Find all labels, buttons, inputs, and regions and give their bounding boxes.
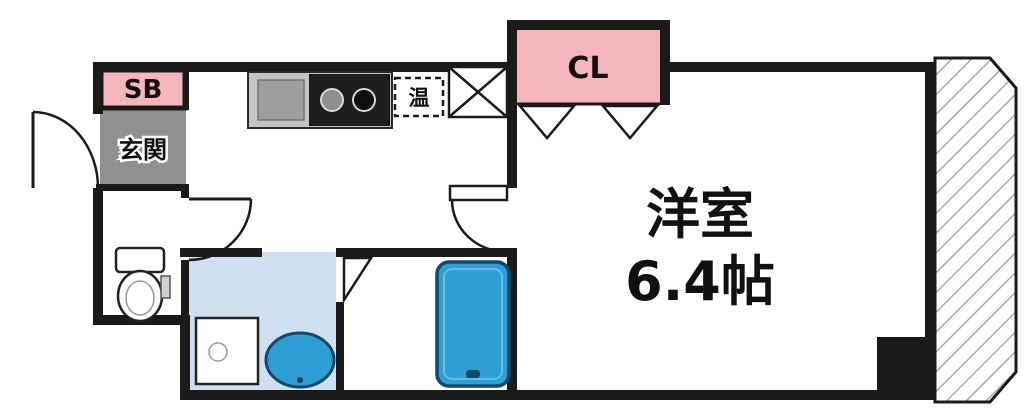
washer-drain — [208, 342, 228, 362]
wall-segment — [180, 390, 935, 400]
balcony-area — [933, 56, 1018, 404]
kitchen-counter — [247, 71, 393, 129]
room-door — [448, 184, 509, 254]
door-swing-arc — [188, 198, 253, 262]
wall-segment — [180, 315, 190, 395]
toilet-bowl-inner — [125, 280, 155, 316]
basin-bowl — [264, 331, 336, 389]
pipe-space-cross — [448, 66, 508, 118]
washing-machine-pan — [194, 316, 260, 386]
bathtub-rim — [443, 268, 503, 380]
wall-segment — [336, 248, 517, 257]
wall-segment — [96, 184, 186, 191]
kitchen-sink — [257, 79, 305, 121]
bathtub-drain — [466, 370, 480, 378]
toilet-door — [188, 197, 253, 262]
shoe-box-label: SB — [124, 75, 163, 105]
shoe-box — [98, 67, 188, 111]
room-name-label: 洋室 — [646, 183, 754, 246]
bathtub — [435, 260, 511, 388]
water-heater-label: 温 — [409, 86, 430, 110]
entrance-door — [31, 110, 100, 189]
pipe-space — [447, 65, 509, 119]
wash-basin — [264, 331, 336, 389]
wall-segment — [507, 20, 670, 30]
wall-segment — [660, 62, 935, 72]
burner-icon — [352, 88, 376, 112]
door-swing-arc — [450, 199, 508, 254]
burner-icon — [320, 88, 344, 112]
wall-segment — [93, 62, 517, 72]
wall-segment — [181, 184, 189, 198]
room-size-label: 6.4帖 — [625, 250, 775, 313]
toilet-bowl — [116, 269, 164, 323]
entrance-label: 玄関 — [119, 136, 167, 164]
wall-segment — [93, 188, 103, 325]
closet-area — [517, 30, 660, 105]
bathroom-door-triangle — [342, 256, 374, 305]
bathtub-body — [435, 260, 511, 388]
pillar — [877, 337, 927, 392]
wall-segment — [181, 260, 189, 320]
water-heater-box — [393, 76, 445, 118]
wall-segment — [507, 62, 517, 188]
closet-door-triangle — [600, 104, 660, 140]
door-swing-arc — [32, 110, 100, 189]
wall-segment — [336, 302, 344, 394]
toilet-panel — [160, 275, 171, 299]
wall-segment — [507, 250, 517, 395]
basin-drain — [297, 377, 303, 383]
closet-label: CL — [567, 51, 608, 86]
closet-door-triangle — [517, 104, 577, 140]
wall-segment — [93, 62, 103, 114]
toilet-tank — [114, 246, 166, 274]
entrance-floor — [100, 106, 186, 190]
toilet — [114, 246, 171, 323]
wall-segment — [925, 62, 935, 400]
wall-segment — [507, 20, 517, 72]
walls — [93, 20, 935, 400]
door-leaf — [448, 184, 509, 202]
